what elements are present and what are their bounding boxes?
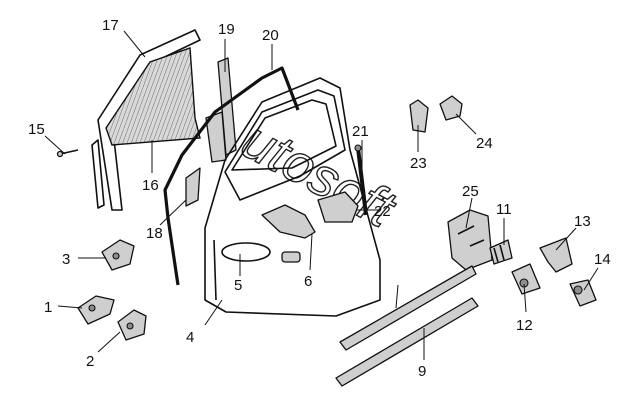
- callout-15: 15: [28, 121, 45, 138]
- part-vertical-guide-rail: [205, 57, 237, 163]
- callout-14: 14: [594, 251, 611, 268]
- callout-18: 18: [146, 225, 163, 242]
- callout-3: 3: [62, 251, 70, 268]
- callout-5: 5: [234, 277, 242, 294]
- callout-9: 9: [418, 363, 426, 380]
- part-latch: [511, 263, 541, 295]
- part-inner-panel-insert: [317, 191, 359, 223]
- part-lock-cylinder: [569, 279, 597, 307]
- callout-12: 12: [516, 317, 533, 334]
- callout-labels: 1 2 3 4 5 6 9 11 12 13 14 15 16 17 18 19…: [28, 17, 611, 380]
- part-hinge-upper: [101, 239, 135, 271]
- callout-19: 19: [218, 21, 235, 38]
- part-side-molding-lower: [335, 297, 479, 387]
- part-lock-assembly: [447, 209, 493, 271]
- part-door-glass: [105, 47, 201, 146]
- callout-17: 17: [102, 17, 119, 34]
- part-striker: [489, 239, 513, 265]
- callout-2: 2: [86, 353, 94, 370]
- part-side-molding-upper: [339, 265, 477, 351]
- part-inner-handle-bezel: [261, 204, 316, 239]
- callout-11: 11: [496, 201, 512, 218]
- callout-13: 13: [574, 213, 591, 230]
- callout-6: 6: [304, 273, 312, 290]
- part-lock-rod: [354, 144, 368, 216]
- part-bracket-small: [409, 99, 429, 133]
- callout-22: 22: [374, 203, 391, 220]
- part-door-check: [77, 295, 115, 325]
- callout-4: 4: [186, 329, 194, 346]
- callout-24: 24: [476, 135, 493, 152]
- callout-20: 20: [262, 27, 279, 44]
- part-glass-channel: [91, 139, 105, 209]
- part-hinge-lower: [117, 309, 147, 341]
- leader-lines: [44, 30, 599, 360]
- callout-16: 16: [142, 177, 159, 194]
- part-hinge-plate: [539, 237, 573, 273]
- part-weatherstrip-seal: [163, 66, 300, 286]
- part-screw: [56, 149, 79, 158]
- part-handle-recess: [221, 242, 301, 263]
- part-window-frame-rail: [97, 29, 201, 211]
- callout-21: 21: [352, 123, 369, 140]
- callout-23: 23: [410, 155, 427, 172]
- callout-25: 25: [462, 183, 479, 200]
- callout-1: 1: [44, 299, 52, 316]
